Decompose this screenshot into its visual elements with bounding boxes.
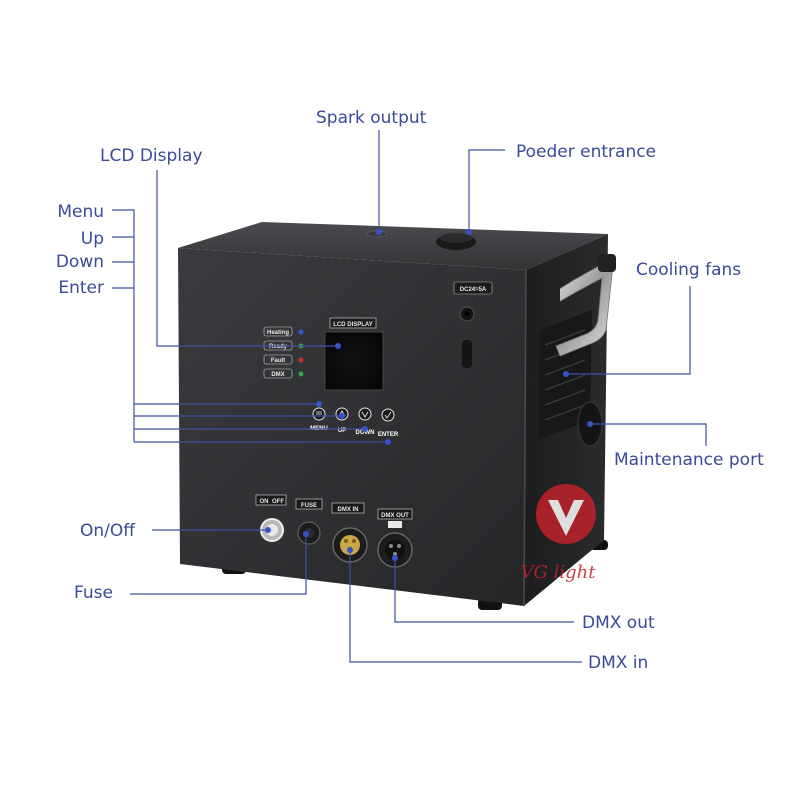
fuse-holder[interactable]: FUSE [295,498,323,545]
lcd-title: LCD DISPLAY [333,322,372,328]
status-fault-label: Fault [271,358,285,364]
status-ready-label: Ready [269,344,288,350]
label-dmx-out: DMX out [582,613,655,633]
dmx-out-panel-label: DMX OUT [381,513,409,519]
enter-button[interactable]: ENTER [378,408,399,438]
label-cooling-fans: Cooling fans [636,260,741,280]
status-dmx-label: DMX [271,372,284,378]
label-spark-output: Spark output [316,108,427,128]
label-up: Up [81,229,104,249]
watermark-text: VG light [521,562,597,583]
label-fuse: Fuse [74,583,113,603]
label-enter: Enter [58,278,104,298]
fuse-label: FUSE [301,503,317,509]
dc-label [453,281,493,295]
dc-rating: DC24=5A [460,287,487,293]
lcd-display: LCD DISPLAY [324,317,384,391]
leader-lines [112,130,707,663]
led-heating [298,329,304,335]
top-panel [178,222,608,270]
label-menu: Menu [57,202,104,222]
status-heating-label: Heating [267,330,289,336]
down-button-label: DOWN [356,430,375,436]
carry-handle [538,254,616,357]
power-switch[interactable]: ON OFF [255,494,287,542]
label-powder-entrance: Poeder entrance [516,142,656,162]
switch-off-label: OFF [272,499,284,505]
vg-light-watermark: VG light [521,484,597,583]
callout-labels: Spark output Poeder entrance LCD Display… [56,108,764,673]
dmx-out-connector[interactable]: DMX OUT [377,508,413,568]
down-button[interactable]: DOWN [356,407,375,436]
label-on-off: On/Off [80,521,136,541]
label-lcd-display: LCD Display [100,146,203,166]
led-dmx [298,371,304,377]
label-dmx-in: DMX in [588,653,648,673]
vg-logo [536,484,596,544]
led-fault [298,357,304,363]
front-panel [178,248,526,606]
up-button-label: UP [338,428,346,434]
dmx-in-panel-label: DMX IN [338,507,359,513]
dc-cable-clip [462,340,472,368]
spark-machine: DC24=5A Heating [178,222,616,610]
switch-on-label: ON [260,499,269,505]
label-down: Down [56,252,104,272]
enter-button-label: ENTER [378,432,399,438]
dmx-in-connector[interactable]: DMX IN [331,502,368,563]
label-maintenance-port: Maintenance port [614,450,764,470]
